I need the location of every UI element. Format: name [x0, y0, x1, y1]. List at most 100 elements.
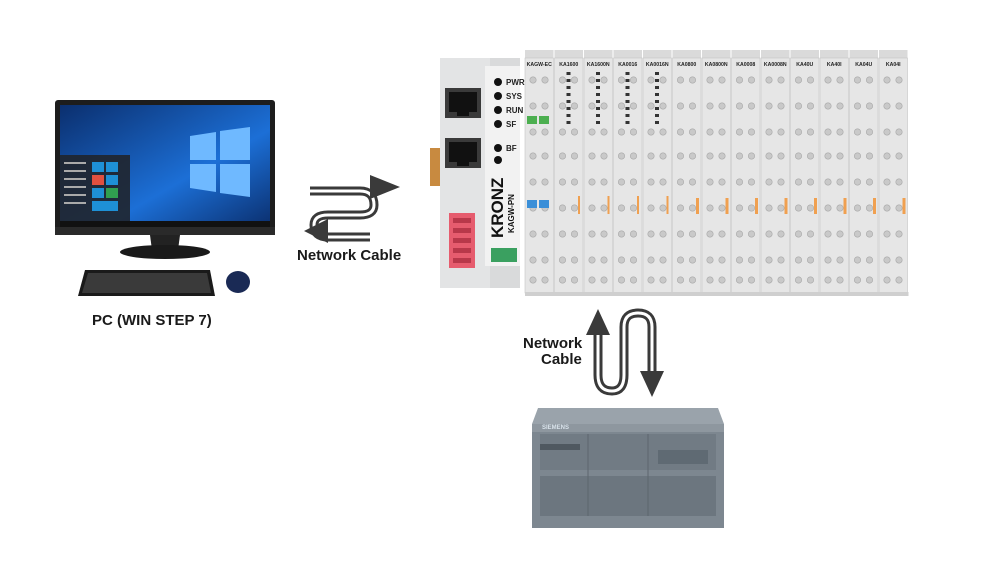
- terminal-clamp: [777, 152, 785, 160]
- terminal-clamp: [630, 152, 638, 160]
- terminal-clamp: [836, 102, 844, 110]
- channel-led: [655, 86, 659, 89]
- channel-led: [596, 107, 600, 110]
- terminal-clamp: [600, 128, 608, 136]
- channel-led: [625, 93, 630, 96]
- release-tab: [814, 198, 817, 214]
- terminal-clamp: [794, 128, 802, 136]
- terminal-clamp: [747, 152, 755, 160]
- terminal-clamp: [895, 76, 903, 84]
- terminal-clamp: [630, 128, 638, 136]
- terminal-clamp: [659, 128, 667, 136]
- terminal-clamp: [618, 128, 626, 136]
- terminal-clamp: [688, 102, 696, 110]
- terminal-clamp: [777, 102, 785, 110]
- terminal-clamp: [824, 276, 832, 284]
- terminal-clamp: [588, 276, 596, 284]
- terminal-clamp: [647, 76, 655, 84]
- windows-logo-icon: [190, 127, 250, 197]
- terminal-clamp: [600, 102, 608, 110]
- terminal-clamp: [895, 276, 903, 284]
- terminal-clamp: [571, 102, 579, 110]
- terminal-clamp: [677, 152, 685, 160]
- terminal-clamp: [824, 230, 832, 238]
- terminal-clamp: [883, 230, 891, 238]
- terminal-clamp: [559, 76, 567, 84]
- module-body: [819, 57, 849, 294]
- module-body: [760, 57, 790, 294]
- terminal-clamp: [836, 204, 844, 212]
- channel-led: [625, 79, 630, 82]
- terminal-clamp: [688, 128, 696, 136]
- module-label: KA40I: [827, 62, 842, 68]
- channel-led: [566, 100, 571, 103]
- terminal-clamp: [853, 230, 861, 238]
- plc-cable-label-line2: Cable: [541, 351, 582, 368]
- terminal-clamp: [806, 128, 814, 136]
- terminal-clamp: [559, 230, 567, 238]
- terminal-clamp: [677, 76, 685, 84]
- terminal-clamp: [706, 204, 714, 212]
- terminal-clamp: [735, 102, 743, 110]
- terminal-clamp: [883, 76, 891, 84]
- module-body: [613, 57, 643, 294]
- model-label: KAGW-PN: [507, 194, 516, 233]
- terminal-clamp: [630, 230, 638, 238]
- module-label: KA04I: [886, 62, 901, 68]
- terminal-clamp: [618, 152, 626, 160]
- terminal-clamp: [718, 76, 726, 84]
- terminal-clamp: [529, 230, 537, 238]
- terminal-clamp: [735, 256, 743, 264]
- terminal-clamp: [836, 178, 844, 186]
- plc-cable-label: Network Cable: [523, 336, 582, 368]
- module-label: KA04U: [855, 62, 872, 68]
- module-top: [849, 50, 878, 58]
- led-indicators: PWR SYS RUN SF BF: [494, 78, 525, 164]
- terminal-clamp: [647, 178, 655, 186]
- channel-led: [655, 72, 659, 75]
- terminal-clamp: [824, 102, 832, 110]
- terminal-clamp: [747, 256, 755, 264]
- terminal-clamp: [647, 276, 655, 284]
- terminal-clamp: [747, 230, 755, 238]
- terminal-clamp: [541, 102, 549, 110]
- terminal-clamp: [806, 256, 814, 264]
- module-top: [643, 50, 672, 58]
- terminal-clamp: [765, 152, 773, 160]
- plc-cable-label-line1: Network: [523, 335, 583, 352]
- module-top: [731, 50, 760, 58]
- channel-led: [596, 100, 600, 103]
- terminal-clamp: [883, 256, 891, 264]
- channel-led: [655, 121, 659, 124]
- terminal-clamp: [747, 178, 755, 186]
- gateway-module: [440, 58, 520, 288]
- terminal-clamp: [529, 152, 537, 160]
- terminal-clamp: [529, 128, 537, 136]
- terminal-clamp: [718, 276, 726, 284]
- terminal-clamp: [618, 230, 626, 238]
- terminal-clamp: [571, 152, 579, 160]
- terminal-clamp: [659, 256, 667, 264]
- plc-brand: SIEMENS: [542, 425, 569, 431]
- terminal-clamp: [618, 276, 626, 284]
- module-body: [878, 57, 908, 294]
- terminal-clamp: [647, 230, 655, 238]
- terminal-clamp: [677, 230, 685, 238]
- terminal-clamp: [688, 230, 696, 238]
- terminal-clamp: [571, 204, 579, 212]
- terminal-clamp: [618, 256, 626, 264]
- module-body: [790, 57, 820, 294]
- terminal-clamp: [836, 256, 844, 264]
- start-menu: [60, 155, 130, 227]
- io-module: KA0016: [613, 50, 643, 294]
- module-label: KA1600N: [587, 62, 610, 68]
- pc-illustration: [55, 100, 275, 296]
- module-top: [879, 50, 908, 58]
- terminal-clamp: [559, 178, 567, 186]
- keyboard: [78, 270, 215, 296]
- terminal-clamp: [718, 152, 726, 160]
- terminal-clamp: [865, 204, 873, 212]
- terminal-clamp: [630, 76, 638, 84]
- terminal-clamp: [588, 128, 596, 136]
- module-body: [731, 57, 761, 294]
